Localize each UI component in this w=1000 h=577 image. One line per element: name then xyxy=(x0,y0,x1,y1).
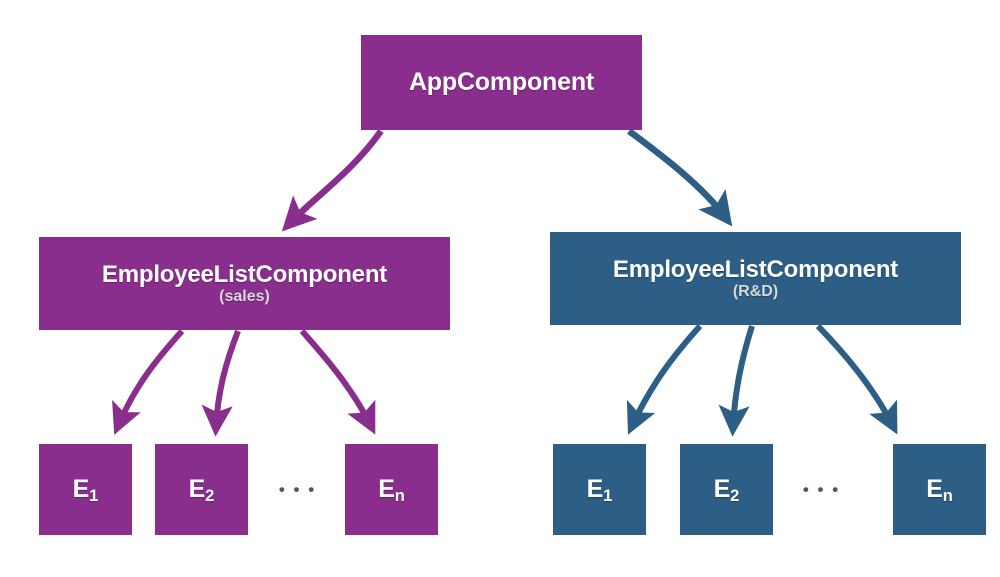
leaf-subscript: n xyxy=(942,487,953,505)
node-employee-sales-n-label: En xyxy=(378,475,405,505)
leaf-subscript: n xyxy=(394,487,405,505)
edge-branch-sales-to-leaf-1 xyxy=(112,328,185,435)
node-employee-sales-2-label: E2 xyxy=(188,475,215,505)
edge-root-to-branch-sales xyxy=(281,129,384,232)
node-employee-list-sales-label: EmployeeListComponent xyxy=(101,260,388,288)
leaf-subscript: 1 xyxy=(89,487,99,505)
leaf-subscript: 1 xyxy=(603,487,613,505)
node-app-component-label: AppComponent xyxy=(408,68,595,97)
edge-branch-sales-to-leaf-2 xyxy=(201,329,241,437)
node-employee-sales-1[interactable]: E1 xyxy=(39,444,132,535)
node-employee-rnd-2[interactable]: E2 xyxy=(680,444,773,535)
leaf-ellipsis-sales: • • • xyxy=(278,479,317,499)
leaf-base: E xyxy=(713,475,731,504)
leaf-base: E xyxy=(188,475,206,504)
node-employee-list-sales-sublabel: (sales) xyxy=(219,287,270,305)
edge-root-to-branch-rnd xyxy=(627,128,733,227)
node-employee-sales-n[interactable]: En xyxy=(345,444,438,535)
node-employee-list-rnd[interactable]: EmployeeListComponent (R&D) xyxy=(550,232,961,325)
node-employee-rnd-n[interactable]: En xyxy=(893,444,986,535)
edge-branch-rnd-to-leaf-2 xyxy=(718,325,755,437)
node-employee-sales-2[interactable]: E2 xyxy=(155,444,248,535)
edge-branch-sales-to-leaf-n xyxy=(299,329,376,435)
node-app-component[interactable]: AppComponent xyxy=(361,35,642,130)
leaf-subscript: 2 xyxy=(730,487,740,505)
leaf-base: E xyxy=(72,475,90,504)
leaf-ellipsis-rnd: • • • xyxy=(802,479,841,499)
leaf-base: E xyxy=(378,475,395,504)
node-employee-rnd-1-label: E1 xyxy=(586,475,613,505)
leaf-subscript: 2 xyxy=(205,487,215,505)
leaf-base: E xyxy=(586,475,604,504)
node-employee-sales-1-label: E1 xyxy=(72,475,99,505)
edge-branch-rnd-to-leaf-1 xyxy=(626,323,703,435)
node-employee-list-sales[interactable]: EmployeeListComponent (sales) xyxy=(39,237,450,330)
edge-branch-rnd-to-leaf-n xyxy=(815,323,898,435)
node-employee-rnd-1[interactable]: E1 xyxy=(553,444,646,535)
node-employee-rnd-2-label: E2 xyxy=(713,475,740,505)
node-employee-rnd-n-label: En xyxy=(926,475,953,505)
node-employee-list-rnd-label: EmployeeListComponent xyxy=(612,255,899,283)
node-employee-list-rnd-sublabel: (R&D) xyxy=(732,282,779,300)
leaf-base: E xyxy=(926,475,943,504)
